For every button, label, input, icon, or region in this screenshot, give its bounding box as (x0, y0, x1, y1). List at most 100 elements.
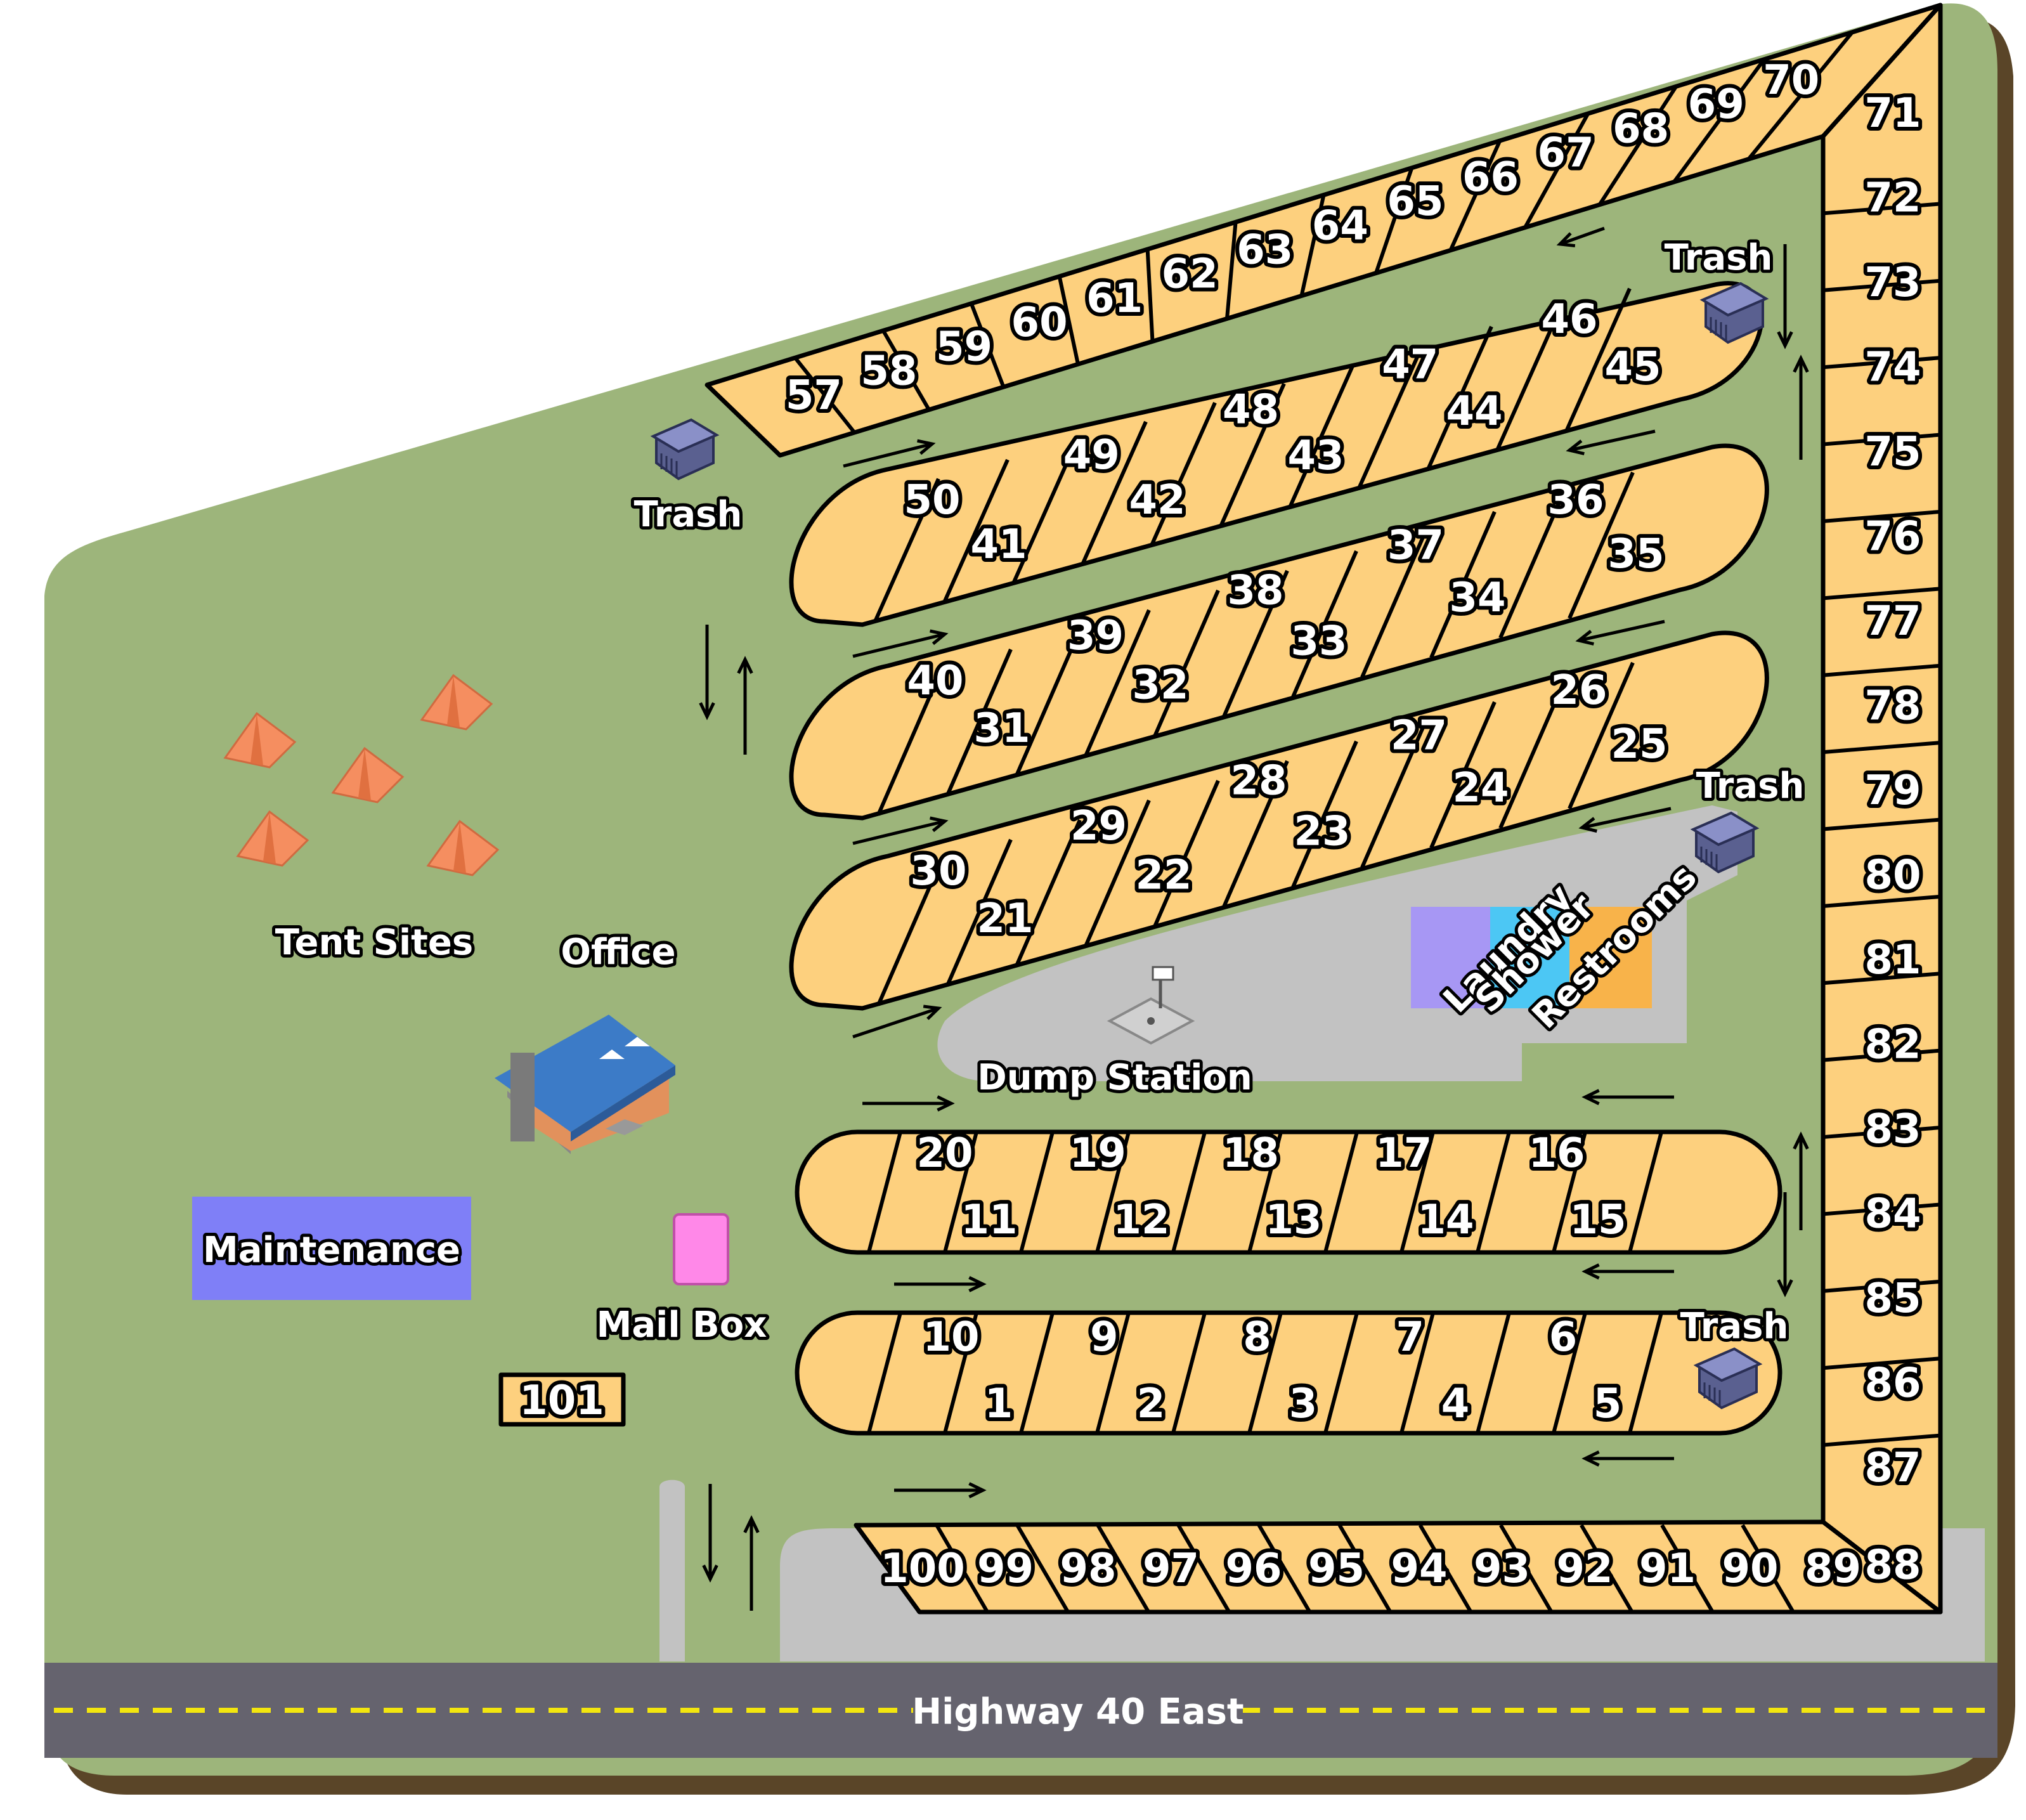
site-label: 32 (1132, 661, 1188, 708)
site-label: 1 (985, 1381, 1013, 1427)
site-label: 49 (1063, 432, 1120, 479)
site-label: 21 (977, 895, 1033, 942)
site-label: 24 (1452, 765, 1509, 812)
trash-label: Trash (634, 494, 743, 535)
site-label: 90 (1722, 1545, 1778, 1592)
site-101-label: 101 (519, 1377, 604, 1424)
shower-building (1490, 907, 1569, 1008)
restrooms-building (1569, 907, 1652, 1008)
maintenance-label: Maintenance (203, 1230, 460, 1271)
tent-icon (236, 810, 309, 867)
tent-icon (420, 673, 493, 731)
one-way-arrow-icon (862, 1095, 955, 1112)
site-label: 7 (1396, 1314, 1424, 1361)
site-divider (1741, 1524, 1795, 1613)
site-divider (1498, 681, 1566, 829)
site-label: 23 (1294, 809, 1350, 855)
site-label: 85 (1864, 1275, 1921, 1322)
site-label: 20 (916, 1130, 973, 1177)
site-label: 25 (1611, 721, 1667, 768)
site-label: 65 (1387, 178, 1443, 225)
site-label: 13 (1265, 1197, 1321, 1244)
site-label: 29 (1070, 803, 1127, 850)
one-way-arrow-icon (1566, 429, 1656, 455)
site-label: 31 (973, 705, 1030, 752)
site-divider (1057, 276, 1080, 365)
site-label: 19 (1070, 1130, 1126, 1177)
island-2 (789, 443, 1769, 821)
one-way-arrow-icon (1556, 226, 1605, 248)
site-label: 99 (977, 1545, 1034, 1592)
site-divider (1429, 701, 1497, 849)
site-number-labels: 5758596061626364656667686970717273747576… (782, 53, 1925, 1596)
site-label: 60 (1011, 299, 1068, 346)
site-divider (1476, 1312, 1511, 1434)
site-divider (935, 1524, 989, 1613)
site-label: 9 (1090, 1314, 1119, 1361)
site-label: 42 (1129, 477, 1185, 524)
site-label: 73 (1864, 259, 1921, 306)
site-divider (1399, 1131, 1435, 1253)
tent-icon (426, 819, 500, 876)
site-label: 82 (1864, 1022, 1921, 1069)
site-divider (1337, 1524, 1393, 1613)
site-divider (1448, 140, 1502, 251)
one-way-arrow-icon (1575, 620, 1665, 646)
bottom-row-sites (854, 1519, 1943, 1615)
site-divider (1822, 356, 1941, 370)
one-way-arrow-icon (702, 1484, 718, 1583)
site-divider (1323, 1312, 1359, 1434)
site-divider (867, 1312, 902, 1434)
site-divider (1176, 1524, 1231, 1613)
dump-station-label: Dump Station (977, 1057, 1252, 1098)
site-label: 64 (1312, 202, 1368, 249)
site-divider (1153, 779, 1220, 928)
site-label: 37 (1387, 522, 1444, 569)
tent-icon (331, 746, 405, 803)
one-way-arrow-icon (1793, 1131, 1809, 1230)
one-way-arrow-icon (852, 1004, 942, 1039)
site-label: 88 (1864, 1542, 1921, 1589)
site-label: 62 (1162, 251, 1218, 298)
site-divider (1822, 509, 1941, 523)
site-label: 33 (1290, 618, 1347, 665)
site-label: 6 (1549, 1314, 1578, 1361)
site-divider (1822, 894, 1941, 908)
site-label: 48 (1223, 387, 1279, 434)
site-divider (1257, 1524, 1312, 1613)
site-label: 59 (936, 323, 992, 370)
site-label: 28 (1230, 758, 1287, 805)
site-divider (1552, 1312, 1587, 1434)
site-divider (1015, 628, 1082, 777)
site-divider (1291, 740, 1358, 888)
site-label: 4 (1441, 1381, 1470, 1427)
site-divider (1360, 530, 1427, 679)
site-divider (1822, 1126, 1941, 1140)
site-label: 68 (1613, 105, 1669, 152)
site-divider (1628, 1312, 1663, 1434)
side-drive-pavement (659, 1479, 685, 1661)
one-way-arrow-icon (843, 439, 936, 468)
maintenance-building (192, 1197, 471, 1300)
site-divider (943, 1312, 978, 1434)
one-way-arrow-icon (1777, 1192, 1793, 1297)
site-label: 97 (1143, 1545, 1199, 1592)
site-label: 79 (1864, 767, 1921, 814)
site-label: 89 (1805, 1545, 1861, 1592)
site-divider (1323, 1131, 1359, 1253)
site-divider (1019, 1131, 1055, 1253)
site-divider (969, 302, 1006, 388)
site-divider (1247, 1312, 1283, 1434)
site-label: 84 (1864, 1191, 1921, 1238)
site-label: 17 (1375, 1130, 1432, 1177)
site-divider (1822, 817, 1941, 831)
trash-label: Trash (1665, 237, 1773, 278)
one-way-arrow-icon (894, 1482, 987, 1498)
one-way-arrow-icon (743, 1515, 760, 1611)
one-way-arrow-icon (852, 629, 949, 658)
site-divider (1222, 760, 1289, 908)
site-label: 70 (1763, 57, 1819, 104)
one-way-arrow-icon (1581, 1450, 1674, 1467)
site-divider (943, 1131, 978, 1253)
